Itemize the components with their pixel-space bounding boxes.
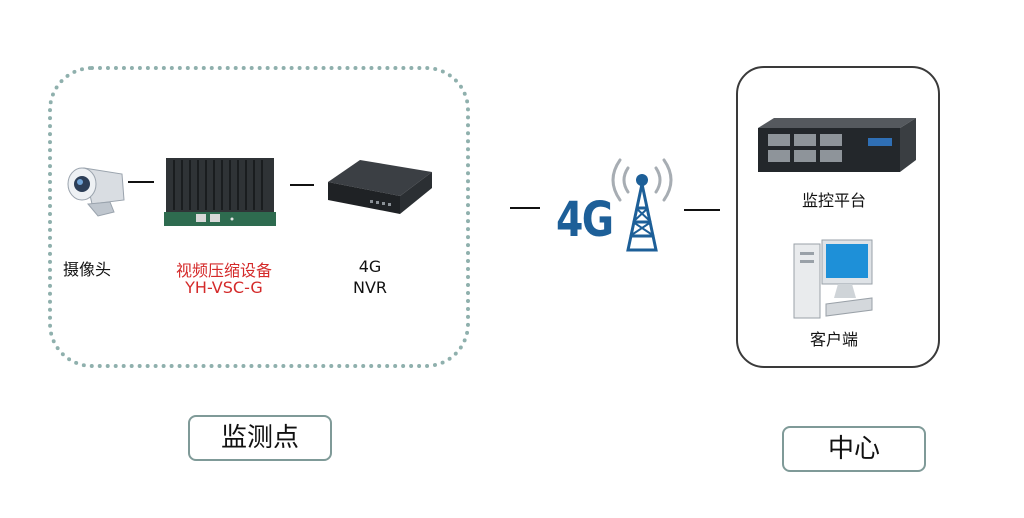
client-label: 客户端 bbox=[809, 330, 858, 349]
nvr-label-line1: 4G bbox=[358, 257, 382, 276]
center-boundary bbox=[736, 66, 940, 368]
center-tag: 中心 bbox=[782, 426, 926, 472]
nvr-device-icon bbox=[328, 160, 432, 214]
connector-line bbox=[128, 181, 154, 183]
monitor-site-tag: 监测点 bbox=[188, 415, 332, 461]
nvr-label-line2: NVR bbox=[352, 278, 388, 297]
camera-label: 摄像头 bbox=[62, 260, 111, 279]
client-pc-icon bbox=[793, 239, 873, 319]
4g-badge: 4G bbox=[556, 192, 614, 248]
camera-icon bbox=[67, 167, 125, 217]
cell-tower-icon bbox=[611, 158, 673, 252]
compressor-label: 视频压缩设备 bbox=[175, 261, 272, 280]
monitor-site-boundary bbox=[48, 66, 470, 368]
server-rack-icon bbox=[758, 118, 916, 172]
connector-line bbox=[290, 184, 314, 186]
platform-label: 监控平台 bbox=[801, 191, 866, 210]
compressor-model: YH-VSC-G bbox=[185, 278, 263, 297]
connector-line bbox=[684, 209, 720, 211]
connector-line bbox=[510, 207, 540, 209]
compressor-device-icon bbox=[164, 158, 276, 226]
